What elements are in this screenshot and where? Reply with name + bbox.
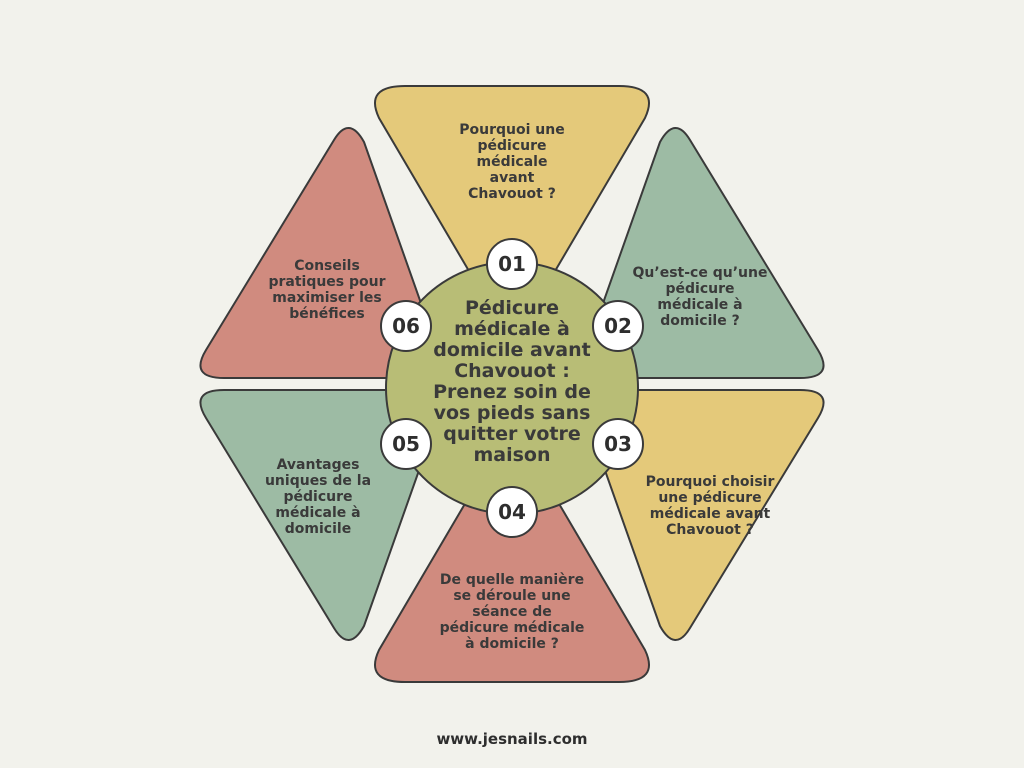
section-4-number: 04	[486, 486, 538, 538]
section-5-number: 05	[380, 418, 432, 470]
section-2-text: Qu’est-ce qu’une pédicure médicale à dom…	[632, 265, 768, 329]
section-4-text: De quelle manière se déroule une séance …	[439, 572, 585, 652]
section-3-number: 03	[592, 418, 644, 470]
section-3-text: Pourquoi choisir une pédicure médicale a…	[645, 474, 775, 538]
section-2-number: 02	[592, 300, 644, 352]
section-1-number: 01	[486, 238, 538, 290]
section-5-text: Avantages uniques de la pédicure médical…	[264, 457, 372, 537]
section-6-text: Conseils pratiques pour maximiser les bé…	[268, 258, 386, 322]
section-1-text: Pourquoi une pédicure médicale avant Cha…	[459, 122, 565, 202]
website-footer[interactable]: www.jesnails.com	[436, 730, 588, 748]
section-6-number: 06	[380, 300, 432, 352]
center-title: Pédicure médicale à domicile avant Chavo…	[433, 297, 591, 466]
